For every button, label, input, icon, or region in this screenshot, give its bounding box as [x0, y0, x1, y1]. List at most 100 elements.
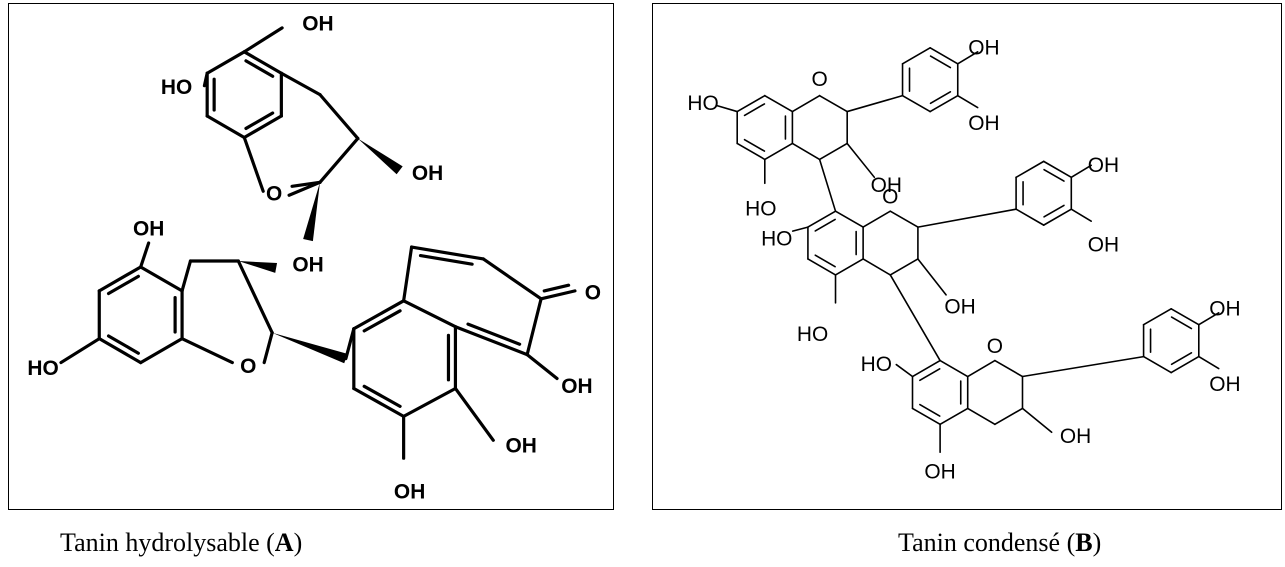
label-u2-catechol-oh-top: OH	[1088, 154, 1119, 177]
unit1-catechol-ring-bond	[929, 94, 959, 113]
unit3-catechol-ring-bond	[1142, 307, 1172, 326]
unit2-ho-bond	[791, 226, 809, 232]
caption-structure-b: Tanin condensé (B)	[898, 528, 1101, 558]
tropolone-bond	[453, 325, 529, 357]
unit2-ring-a-bond	[834, 210, 864, 228]
upper-aromatic-ring-double-bond	[244, 111, 275, 131]
benz-oh-bond	[453, 386, 495, 442]
tropolone-bond	[525, 297, 543, 357]
unit3-catechol-ring-bond	[1170, 355, 1200, 374]
label-u2-ho-c7: HO	[761, 228, 792, 251]
upper-aromatic-ring-bond	[205, 50, 246, 75]
unit3-ring-a-bond	[939, 407, 969, 426]
benzo-ring-double-bond	[362, 309, 402, 333]
unit2-catechol-ring-bond	[1015, 208, 1045, 226]
unit3-ring-a-bond	[939, 359, 969, 378]
unit2-oh-bond	[917, 258, 947, 296]
label-o-ketone: O	[585, 281, 601, 304]
upper-pyran-bond	[318, 93, 360, 141]
unit3-catechol-ring-bond	[1170, 307, 1200, 326]
upper-pyran-bond	[318, 136, 360, 184]
trop-oh-bond	[525, 353, 559, 381]
unit1-catechol-ring-double-bond	[929, 91, 952, 105]
tropolone-double-bond	[418, 253, 474, 266]
caption-b-text: Tanin condensé (	[898, 528, 1076, 557]
unit1-catechol-ring-double-bond	[929, 55, 952, 69]
label-u2-ho-c5: HO	[797, 323, 828, 346]
unit1-oh-bond	[956, 51, 979, 65]
left-pyran-bond	[262, 331, 274, 365]
benzo-ring-bond	[402, 386, 458, 418]
upper-aromatic-ring-bond	[242, 114, 283, 140]
unit3-pyran-bond	[994, 359, 1024, 378]
unit3-pyran-bond	[966, 407, 996, 426]
upper-aromatic-ring-bond	[205, 114, 246, 140]
unit2-oh-bond	[1070, 208, 1093, 222]
upper-pyran-bond	[242, 135, 265, 193]
unit1-oh-bond	[956, 94, 979, 109]
label-u3-ring-o: O	[987, 335, 1003, 358]
left-aromatic-ring-double-bond	[106, 334, 140, 355]
unit3-ring-a-double-bond	[919, 368, 941, 382]
unit3-pyran-bond	[966, 359, 996, 378]
unit3-oh-bond	[1197, 311, 1220, 326]
label-u1-oh-c3: OH	[871, 174, 902, 197]
label-u3-ho-c7: HO	[861, 353, 892, 376]
unit2-ring-a-double-bond	[814, 218, 836, 232]
left-pyran-bond	[236, 259, 274, 335]
caption-a-text: Tanin hydrolysable (	[60, 528, 275, 557]
unit1-ho-bond	[716, 104, 738, 113]
label-u3-oh-c5: OH	[924, 461, 955, 484]
left-aromatic-ring-bond	[139, 337, 184, 365]
left-oh-bond	[139, 241, 151, 269]
left-pyran-bond	[180, 337, 234, 365]
unit3-pyran-bond	[994, 407, 1024, 426]
label-u3-catechol-oh-bottom: OH	[1209, 373, 1240, 396]
label-u2-oh-c3: OH	[944, 295, 975, 318]
unit2-ring-a-double-bond	[814, 254, 836, 268]
unit3-ring-a-bond	[911, 407, 941, 426]
unit1-catechol-ring-bond	[901, 47, 931, 65]
label-u2-ring-o: O	[882, 186, 898, 209]
upper-aromatic-ring-bond	[242, 50, 283, 75]
label-o-upper-ring: O	[266, 183, 282, 206]
label-u1-ring-o: O	[811, 68, 827, 91]
caption-b-letter: B	[1075, 528, 1093, 557]
upper-pyran-bond	[279, 71, 322, 97]
left-c2-wedge	[272, 332, 348, 364]
unit3-ho-bond	[895, 363, 914, 378]
label-u1-ho-c7: HO	[687, 92, 718, 115]
unit1-catechol-ring-bond	[901, 94, 931, 113]
label-o-left-ring: O	[240, 355, 256, 378]
interflavan-bond-1	[818, 158, 837, 212]
unit3-aryl-bond	[1021, 355, 1145, 378]
label-oh-left-c3: OH	[292, 253, 323, 276]
left-aromatic-ring-bond	[139, 265, 184, 293]
unit1-pyran-bond	[818, 94, 848, 113]
label-ho-upper-left: HO	[161, 76, 192, 99]
upper-pyran-bond	[287, 180, 322, 197]
upper-c2-wedge	[303, 182, 320, 242]
benzo-ring-bond	[352, 299, 406, 331]
unit2-ring-a-bond	[807, 210, 837, 228]
unit1-ring-a-bond	[764, 142, 794, 161]
unit3-catechol-ring-double-bond	[1170, 316, 1193, 330]
unit2-pyran-bond	[862, 258, 892, 276]
upper-oh-bond	[242, 26, 284, 54]
label-u1-catechol-oh-top: OH	[968, 36, 999, 59]
unit2-catechol-ring-bond	[1015, 160, 1045, 179]
unit1-ring-a-double-bond	[743, 103, 766, 117]
left-pyran-bond	[180, 259, 193, 293]
benzo-ring-bond	[402, 299, 458, 329]
caption-a-end: )	[293, 528, 303, 557]
unit1-pyran-bond	[791, 142, 821, 161]
label-u2-catechol-oh-bottom: OH	[1088, 234, 1119, 257]
unit2-catechol-ring-double-bond	[1043, 204, 1065, 218]
label-ho-left-c7: HO	[27, 357, 58, 380]
unit1-pyran-bond	[818, 142, 848, 161]
caption-structure-a: Tanin hydrolysable (A)	[60, 528, 302, 558]
unit3-catechol-ring-double-bond	[1170, 351, 1193, 366]
label-oh-top: OH	[302, 12, 333, 35]
label-u1-ho-c5: HO	[745, 198, 776, 221]
